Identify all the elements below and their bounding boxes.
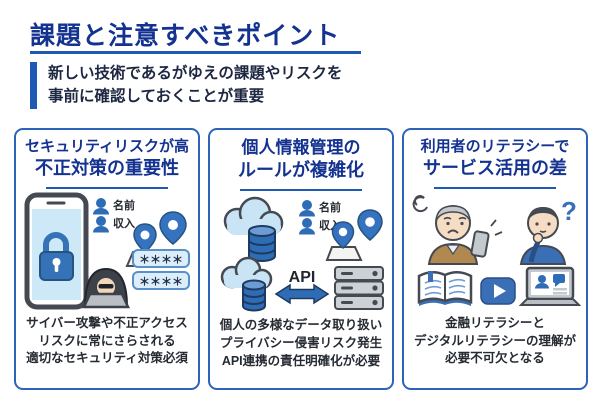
card-divider bbox=[46, 186, 168, 189]
security-illustration: 名前 収入 ＊＊＊＊ ＊＊＊＊ bbox=[24, 192, 190, 310]
card-title: 個人情報管理の ルールが複雑化 bbox=[238, 137, 364, 182]
locked-smartphone-icon bbox=[24, 192, 89, 310]
card-personal-info-rules: 個人情報管理の ルールが複雑化 bbox=[208, 128, 394, 390]
card-title-line-1: 個人情報管理の bbox=[241, 138, 361, 157]
label-name: 名前 bbox=[319, 200, 341, 214]
desc-line-1: サイバー攻撃や不正アクセス bbox=[26, 315, 188, 330]
desc-line-2: プライバシー侵害リスク発生 bbox=[219, 336, 383, 351]
online-learning-laptop-icon bbox=[518, 266, 581, 306]
password-text-1: ＊＊＊＊ bbox=[139, 254, 183, 266]
title-underline bbox=[30, 51, 361, 54]
card-title: 利用者のリテラシーで サービス活用の差 bbox=[421, 137, 570, 180]
card-security-risk: セキュリティリスクが高 不正対策の重要性 bbox=[14, 128, 200, 390]
personal-data-icon: 名前 収入 bbox=[299, 200, 341, 235]
card-description: 金融リテラシーと デジタルリテラシーの理解が 必要不可欠となる bbox=[414, 315, 576, 368]
card-description: サイバー攻撃や不正アクセス リスクに常にさらされる 適切なセキュリティ対策必須 bbox=[26, 315, 188, 368]
data-rules-illustration: 名前 収入 bbox=[220, 197, 384, 312]
desc-line-1: 金融リテラシーと bbox=[445, 315, 545, 330]
desc-line-2: デジタルリテラシーの理解が bbox=[413, 333, 576, 348]
literacy-illustration: ? bbox=[412, 194, 581, 306]
api-label: API bbox=[289, 269, 316, 286]
cards-row: セキュリティリスクが高 不正対策の重要性 bbox=[14, 128, 588, 390]
desc-line-3: 適切なセキュリティ対策必須 bbox=[26, 351, 188, 366]
cloud-database-icon bbox=[223, 197, 284, 263]
desc-line-1: 個人の多様なデータ取り扱い bbox=[219, 318, 383, 333]
questioning-young-user-icon: ? bbox=[519, 196, 577, 265]
location-pins-icon bbox=[325, 209, 383, 262]
card-title-line-1: 利用者のリテラシーで bbox=[420, 138, 570, 155]
label-income: 収入 bbox=[113, 217, 135, 230]
card-title-line-1: セキュリティリスクが高 bbox=[24, 138, 190, 155]
card-title: セキュリティリスクが高 不正対策の重要性 bbox=[25, 137, 189, 180]
card-divider bbox=[240, 189, 362, 192]
video-play-icon bbox=[480, 277, 516, 305]
label-name: 名前 bbox=[113, 198, 135, 212]
hacker-icon bbox=[82, 267, 130, 309]
card-title-line-2: ルールが複雑化 bbox=[238, 160, 364, 181]
cloud-database-icon-2 bbox=[220, 257, 273, 312]
api-link-icon: API bbox=[274, 269, 330, 305]
password-text-2: ＊＊＊＊ bbox=[139, 276, 183, 288]
personal-data-icon: 名前 収入 bbox=[93, 197, 135, 233]
book-icon bbox=[417, 270, 473, 306]
subtitle-line-1: 新しい技術であるがゆえの課題やリスクを bbox=[48, 65, 343, 82]
confused-elderly-user-icon bbox=[412, 194, 503, 265]
desc-line-3: 必要不可欠となる bbox=[445, 351, 545, 366]
desc-line-2: リスクに常にさらされる bbox=[38, 333, 176, 348]
question-mark: ? bbox=[561, 196, 577, 226]
subtitle-line-2: 事前に確認しておくことが重要 bbox=[48, 88, 265, 106]
server-icon bbox=[334, 266, 384, 311]
card-literacy-gap: 利用者のリテラシーで サービス活用の差 bbox=[402, 128, 588, 390]
card-divider bbox=[434, 186, 556, 189]
page-subtitle: 新しい技術であるがゆえの課題やリスクを 事前に確認しておくことが重要 bbox=[30, 62, 342, 109]
page-title: 課題と注意すべきポイント bbox=[30, 22, 341, 50]
card-title-line-2: サービス活用の差 bbox=[423, 157, 567, 178]
card-description: 個人の多様なデータ取り扱い プライバシー侵害リスク発生 API連携の責任明確化が… bbox=[220, 317, 383, 370]
desc-line-3: API連携の責任明確化が必要 bbox=[221, 353, 381, 368]
password-fields-icon: ＊＊＊＊ ＊＊＊＊ bbox=[132, 248, 190, 290]
card-title-line-2: 不正対策の重要性 bbox=[34, 157, 179, 178]
